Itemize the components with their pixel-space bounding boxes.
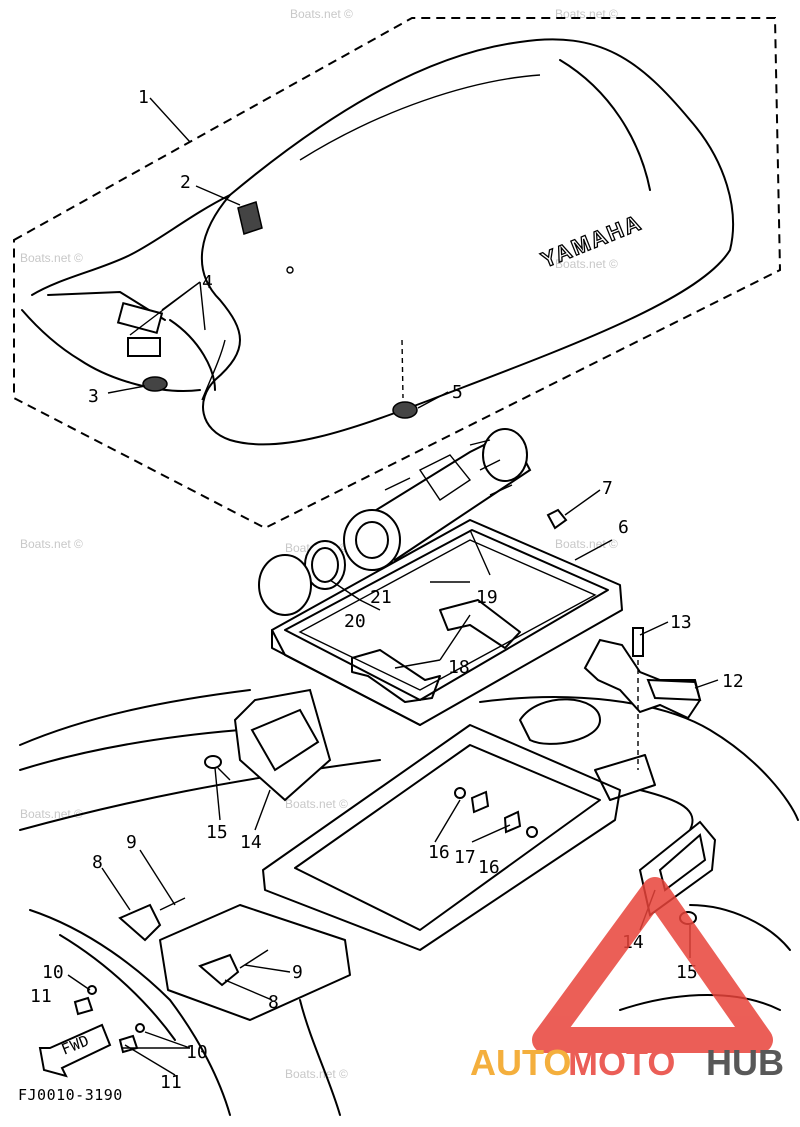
cleat-8b (198, 953, 240, 987)
washer-16 (454, 787, 466, 799)
seat-latch-parts (47, 291, 216, 392)
callout-12: 12 (722, 671, 744, 692)
part-code: FJ0010-3190 (18, 1086, 123, 1104)
watermark-7: Boats.net © (555, 537, 618, 551)
callout-10b: 10 (186, 1042, 208, 1063)
watermark-9: Boats.net © (285, 797, 348, 811)
latch-hook (583, 627, 702, 770)
watermarks: Boats.net © Boats.net © Boats.net © Boat… (20, 7, 618, 1081)
callout-8a: 8 (92, 852, 103, 873)
seat-stopper (392, 401, 418, 419)
logo-suffix: HUB (706, 1042, 784, 1083)
callout-18: 18 (448, 657, 470, 678)
seat (21, 38, 734, 446)
deck-opening (262, 724, 621, 951)
callout-7: 7 (602, 478, 613, 499)
rubber-strap-2 (351, 649, 441, 703)
callout-8b: 8 (268, 992, 279, 1013)
nut-17 (470, 790, 490, 814)
callout-16b: 16 (478, 857, 500, 878)
callout-3: 3 (88, 386, 99, 407)
screw-15a (204, 755, 222, 769)
logo-middle: MOTO (568, 1042, 675, 1083)
callout-15a: 15 (206, 822, 228, 843)
seat-assembly-boundary (13, 17, 782, 530)
nut-17b (503, 810, 522, 834)
callout-13: 13 (670, 612, 692, 633)
forward-arrow: FWD (38, 1023, 112, 1078)
nut-11b (118, 1034, 139, 1054)
hull-deck (19, 689, 799, 1116)
callout-10a: 10 (42, 962, 64, 983)
callout-2: 2 (180, 172, 191, 193)
callout-11a: 11 (30, 986, 52, 1007)
logo-triangle (532, 877, 773, 1053)
callout-numbers: 1 2 3 4 5 6 7 8 8 9 9 10 10 11 11 12 13 … (30, 87, 744, 1093)
callout-20: 20 (344, 611, 366, 632)
hook-bolt (632, 627, 644, 657)
cushion-damper (142, 376, 168, 392)
callout-4: 4 (202, 272, 213, 293)
callout-19: 19 (476, 587, 498, 608)
watermark-3: Boats.net © (20, 251, 83, 265)
rubber-strap-1 (439, 599, 521, 649)
nut-11a (73, 996, 94, 1016)
watermark-5: Boats.net © (20, 537, 83, 551)
callout-5: 5 (452, 382, 463, 403)
callout-11b: 11 (160, 1072, 182, 1093)
watermark-10: Boats.net © (285, 1067, 348, 1081)
washer-16b (526, 826, 538, 838)
handle-grip-left (233, 688, 332, 802)
callout-1: 1 (138, 87, 149, 108)
callout-14a: 14 (240, 832, 262, 853)
seat-label-patch (237, 201, 263, 235)
cleat-8a (118, 903, 162, 942)
watermark-8: Boats.net © (20, 807, 83, 821)
washer-10a (87, 985, 97, 995)
tube-cap (258, 554, 312, 616)
callout-9b: 9 (292, 962, 303, 983)
watermark-4: Boats.net © (555, 257, 618, 271)
storage-tube (258, 428, 532, 616)
callout-16a: 16 (428, 842, 450, 863)
callout-17: 17 (454, 847, 476, 868)
logo-prefix: AUTO (470, 1042, 571, 1083)
storage-container (271, 519, 623, 726)
watermark-1: Boats.net © (290, 7, 353, 21)
callout-9a: 9 (126, 832, 137, 853)
nut-7 (546, 508, 568, 530)
callout-21: 21 (370, 587, 392, 608)
washer-10b (135, 1023, 145, 1033)
callout-15b: 15 (676, 962, 698, 983)
automotohub-logo: AUTO MOTO HUB (470, 877, 784, 1083)
callout-6: 6 (618, 517, 629, 538)
